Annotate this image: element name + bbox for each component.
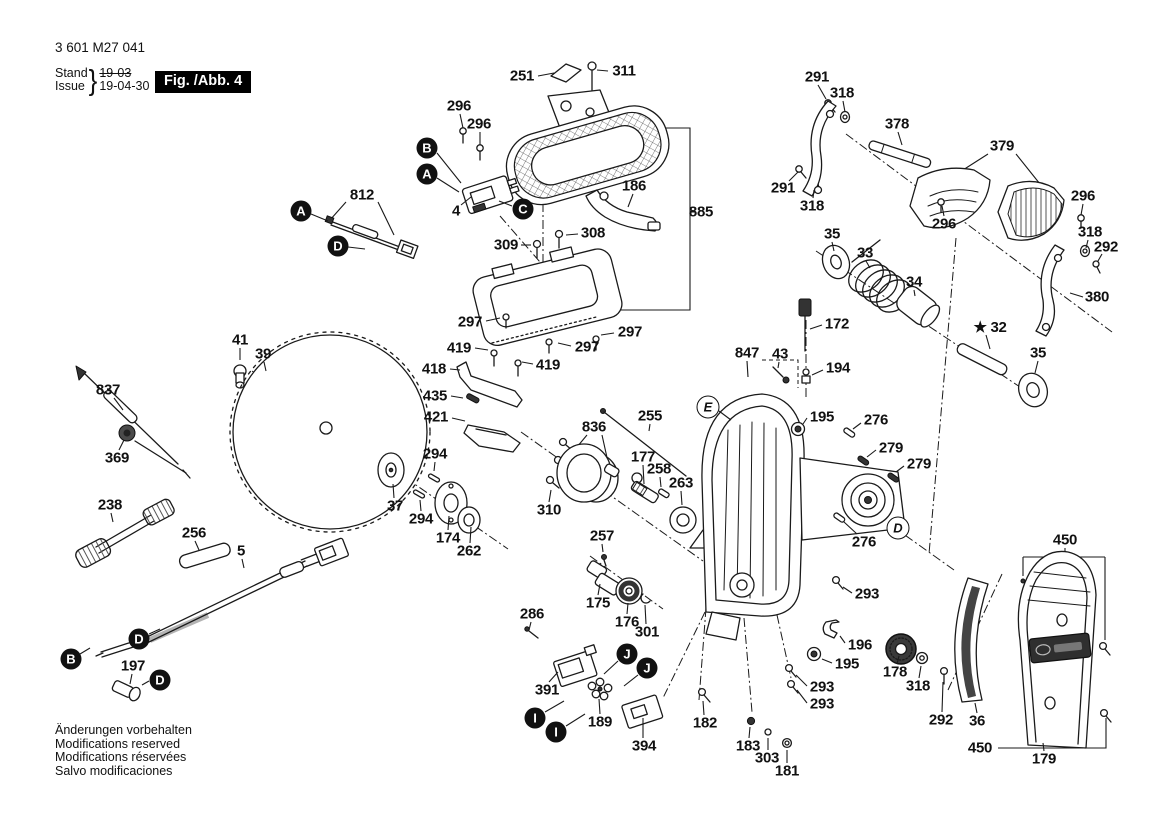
- stand-label: Stand: [55, 66, 88, 80]
- spring-damper-set: [798, 239, 1049, 408]
- document-number: 3 601 M27 041: [55, 40, 146, 55]
- saw-blade: [229, 331, 431, 533]
- motor-armature: [545, 437, 643, 503]
- pivot-bolt: [111, 680, 141, 702]
- pinion-shaft: [630, 480, 697, 534]
- leader-lines: [79, 69, 1103, 763]
- cable-strap: [75, 498, 175, 568]
- blade-flange-set: [377, 452, 481, 534]
- note-line-fr: Modifications réservées: [55, 750, 187, 764]
- note-line-es: Salvo modificaciones: [55, 763, 173, 778]
- carry-lever: [585, 189, 661, 232]
- handle-lock-lever-set: [795, 99, 1101, 337]
- blade-guard: [954, 550, 1112, 749]
- switch-cluster: [524, 626, 793, 749]
- title-block: 3 601 M27 041 Stand Issue } 19-03 19-04-…: [55, 40, 150, 96]
- handle-base: [472, 229, 623, 354]
- stand-value: 19-03: [99, 66, 132, 80]
- tension-rod: [600, 408, 687, 477]
- brace-glyph: }: [88, 62, 98, 96]
- note-line-de: Änderungen vorbehalten: [55, 723, 192, 737]
- figure-badge: Fig. /Abb. 4: [155, 71, 252, 93]
- trigger-switch: [459, 127, 520, 215]
- spindle-gear-set: [586, 554, 651, 605]
- main-handle: [505, 61, 670, 206]
- logo-plate: [1028, 632, 1092, 664]
- note-line-en: Modifications reserved: [55, 736, 181, 751]
- coupling-189: [587, 677, 613, 701]
- guard-linkage: [456, 349, 523, 453]
- depth-stop-rod: [75, 365, 191, 479]
- carbon-brush: [324, 215, 419, 260]
- actuating-rod: [95, 537, 349, 658]
- issue-label: Issue: [55, 79, 85, 93]
- pivot-arm: [790, 421, 906, 541]
- modifications-note: Änderungen vorbehalten Modifications res…: [55, 723, 192, 778]
- issue-value: 19-04-30: [99, 79, 150, 93]
- roller-hardware-set: [784, 575, 949, 694]
- gear-housing: [689, 366, 811, 641]
- spacer-tube: [178, 542, 231, 569]
- issue-block: Stand Issue } 19-03 19-04-30: [55, 62, 150, 96]
